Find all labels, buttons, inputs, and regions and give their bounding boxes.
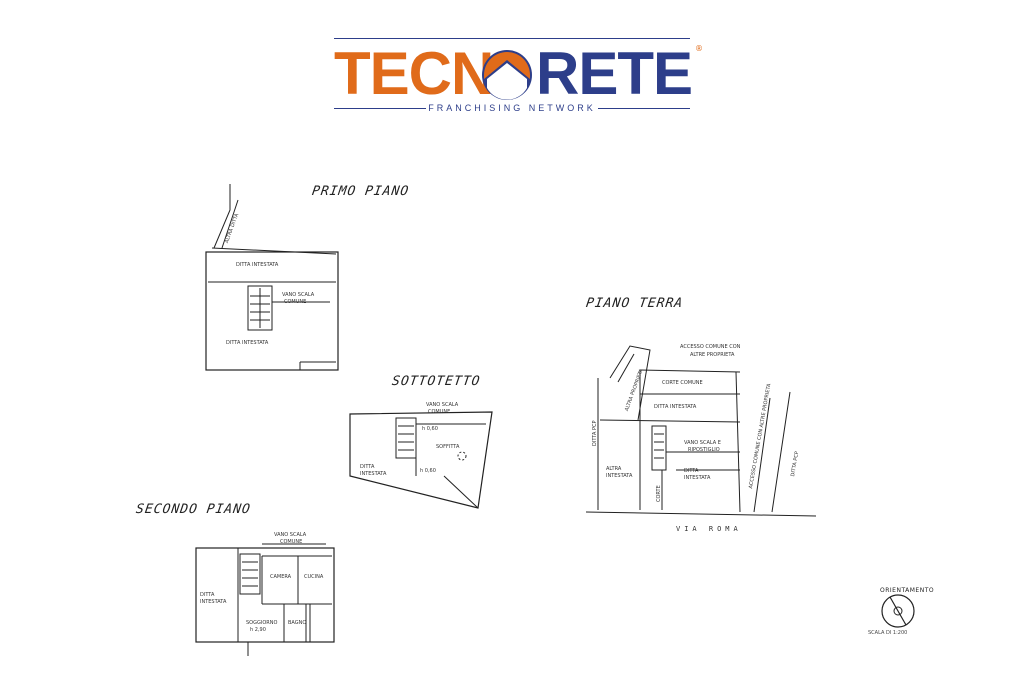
- logo-word-left: TECN: [334, 40, 494, 107]
- logo-bottom-rule-left: [334, 108, 426, 109]
- secondo-piano-title: SECONDO PIANO: [134, 502, 252, 517]
- terra-altre-proprieta: ALTRE PROPRIETA: [690, 352, 735, 358]
- secondo-h: h 2,90: [250, 627, 266, 633]
- terra-corte-comune: CORTE COMUNE: [662, 380, 703, 386]
- logo-house-o-icon: [482, 50, 532, 100]
- secondo-bagno: BAGNO: [288, 620, 307, 626]
- sottotetto-soffitta-label: SOFFITTA: [436, 444, 460, 450]
- sottotetto-comune-label: COMUNE: [428, 409, 451, 415]
- primo-ditta-intestata-bottom: DITTA INTESTATA: [226, 340, 269, 346]
- logo-word-right: RETE: [536, 40, 693, 107]
- terra-corte-label: CORTE: [656, 485, 662, 502]
- primo-comune-label: COMUNE: [284, 299, 307, 305]
- sottotetto-ditta-label: DITTA INTESTATA: [360, 464, 387, 477]
- terra-ditta-intestata: DITTA INTESTATA: [654, 404, 697, 410]
- terra-accesso-top: ACCESSO COMUNE CON: [680, 344, 741, 350]
- compass-title: ORIENTAMENTO: [880, 587, 935, 594]
- compass-rose: [881, 594, 915, 628]
- piano-terra-plan: [585, 345, 817, 517]
- terra-ditta-intestata2: DITTA INTESTATA: [684, 468, 711, 481]
- terra-altra-intestata: ALTRA INTESTATA: [606, 466, 633, 479]
- sottotetto-vano-scala-label: VANO SCALA: [426, 402, 459, 408]
- piano-terra-title: PIANO TERRA: [584, 296, 685, 311]
- logo-top-rule: [334, 38, 690, 39]
- sottotetto-plan: [349, 411, 493, 509]
- primo-piano-plan: [205, 184, 339, 371]
- terra-ripostiglio: RIPOSTIGLIO: [688, 447, 720, 453]
- sottotetto-title: SOTTOTETTO: [390, 374, 482, 389]
- secondo-soggiorno: SOGGIORNO: [246, 620, 278, 626]
- primo-ditta-intestata-top: DITTA INTESTATA: [236, 262, 279, 268]
- terra-vano-scala: VANO SCALA E: [684, 440, 721, 446]
- secondo-camera: CAMERA: [270, 574, 292, 580]
- primo-vano-scala-label: VANO SCALA: [282, 292, 315, 298]
- sottotetto-h-bottom: h 0,60: [420, 468, 436, 474]
- compass-scale: SCALA DI 1:200: [868, 630, 908, 636]
- logo-tagline: FRANCHISING NETWORK: [428, 103, 596, 113]
- secondo-ditta-intestata: DITTA INTESTATA: [200, 592, 227, 605]
- secondo-comune: COMUNE: [280, 539, 303, 545]
- logo-bottom-rule-right: [598, 108, 690, 109]
- terra-ditta-left: DITTA PCP: [592, 420, 598, 447]
- secondo-cucina: CUCINA: [304, 574, 324, 580]
- secondo-vano-scala: VANO SCALA: [274, 532, 307, 538]
- primo-piano-title: PRIMO PIANO: [310, 184, 411, 199]
- terra-street-label: VIA ROMA: [676, 525, 742, 533]
- secondo-piano-plan: [195, 543, 335, 656]
- sottotetto-h-top: h 0,60: [422, 426, 438, 432]
- registered-mark: ®: [695, 44, 703, 53]
